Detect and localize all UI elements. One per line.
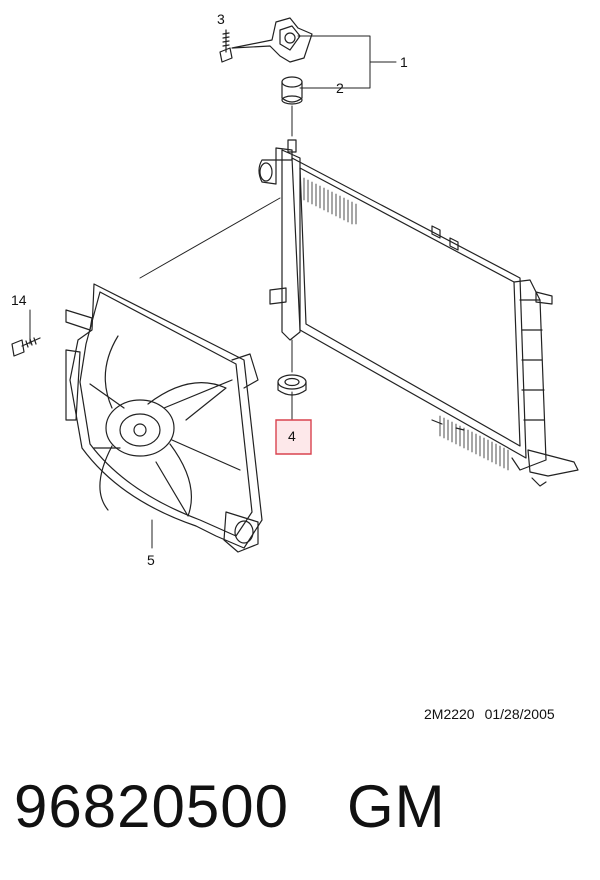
callout-3: 3 [217,11,225,27]
part-number: 96820500 [14,773,289,840]
fan-shroud-item-5 [66,284,262,552]
bolt-item-14 [12,338,40,356]
callout-2: 2 [336,80,344,96]
part-identifier: 96820500 GM [14,772,446,842]
callout-1: 1 [400,54,408,70]
part-brand: GM [346,773,446,840]
diagram-reference: 2M2220 01/28/2005 [424,706,555,722]
callout-5: 5 [147,552,155,568]
callout-4-highlight-box [276,420,311,454]
leader-lines [30,36,396,548]
exploded-parts-diagram: 1 2 3 4 5 14 [11,11,600,568]
reference-code: 2M2220 [424,706,475,722]
reference-date: 01/28/2005 [484,706,555,722]
callout-14: 14 [11,292,27,308]
radiator [259,140,578,486]
upper-bracket-item-1 [232,18,312,62]
upper-bushing-item-2 [282,77,302,104]
callout-4: 4 [288,428,296,444]
bolt-item-3 [220,30,232,62]
